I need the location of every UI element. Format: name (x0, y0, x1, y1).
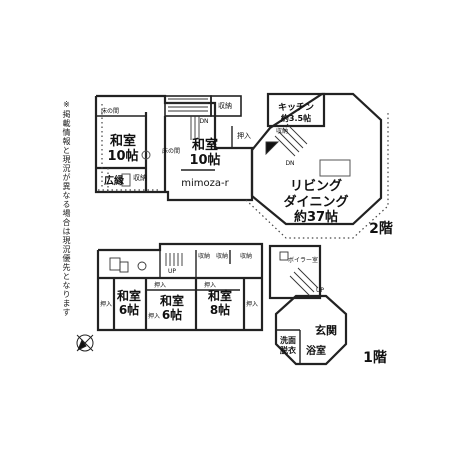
washitsu-6a-size: 6帖 (119, 302, 139, 317)
floor2-deck-dots (98, 104, 389, 239)
washitsu-10b-name: 和室 (192, 137, 218, 153)
up-left: UP (168, 268, 176, 275)
genkan-label: 玄関 (315, 323, 337, 337)
storage-c: 収納 (240, 252, 252, 260)
dn-right: DN (285, 160, 294, 167)
disclaimer-notice: ※掲載情報と現況が異なる場合は現況優先となります (62, 100, 71, 317)
floor1-walls (96, 242, 348, 366)
hiroen-label: 広縁 (104, 174, 124, 187)
oshiire-5: 押入 (246, 300, 258, 308)
storage-side: 収納 (133, 173, 147, 182)
storage-a: 収納 (198, 252, 210, 260)
boiler-room: ボイラー室 (288, 256, 318, 264)
yokushitsu-label: 浴室 (306, 344, 326, 357)
floor2-walls (94, 92, 383, 226)
tokonoma-mid: 床の間 (162, 147, 180, 155)
washitsu-6b-name: 和室 (159, 293, 184, 308)
storage-b: 収納 (216, 252, 228, 260)
floor2-stairs (168, 98, 308, 157)
oshiire-2f: 押入 (237, 131, 251, 140)
kitchen-name: キッチン (278, 102, 314, 113)
floor1-level-label: 1階 (363, 349, 387, 366)
living-line2: ダイニング (283, 194, 348, 210)
floor2-level-label: 2階 (369, 220, 393, 237)
floor1-stairs (109, 251, 319, 297)
kitchen-size: 約3.5帖 (281, 113, 311, 123)
washitsu-10b-size: 10帖 (189, 152, 220, 168)
senmen-line1: 洗面 (280, 335, 296, 345)
oshiire-2: 押入 (154, 281, 166, 289)
oshiire-1: 押入 (100, 300, 112, 308)
senmen-line2: 脱衣 (280, 345, 296, 355)
washitsu-10a-name: 和室 (110, 133, 136, 149)
living-line1: リビング (290, 178, 342, 194)
washitsu-8-size: 8帖 (210, 302, 230, 317)
tokonoma-top: 床の間 (101, 107, 119, 115)
floor2-fixtures (121, 150, 351, 187)
washitsu-6a-name: 和室 (116, 288, 141, 303)
compass-icon (76, 334, 94, 352)
dn-left: DN (199, 118, 208, 125)
oshiire-3: 押入 (148, 312, 160, 320)
oshiire-4: 押入 (204, 281, 216, 289)
storage-top: 収納 (218, 101, 232, 110)
storage-kitchen: 収納 (276, 127, 288, 135)
up-right: UP (316, 287, 324, 294)
washitsu-10a-size: 10帖 (107, 148, 138, 164)
watermark: mimoza-r (181, 178, 229, 189)
living-size: 約37帖 (294, 209, 338, 225)
washitsu-8-name: 和室 (207, 288, 232, 303)
washitsu-6b-size: 6帖 (162, 307, 182, 322)
